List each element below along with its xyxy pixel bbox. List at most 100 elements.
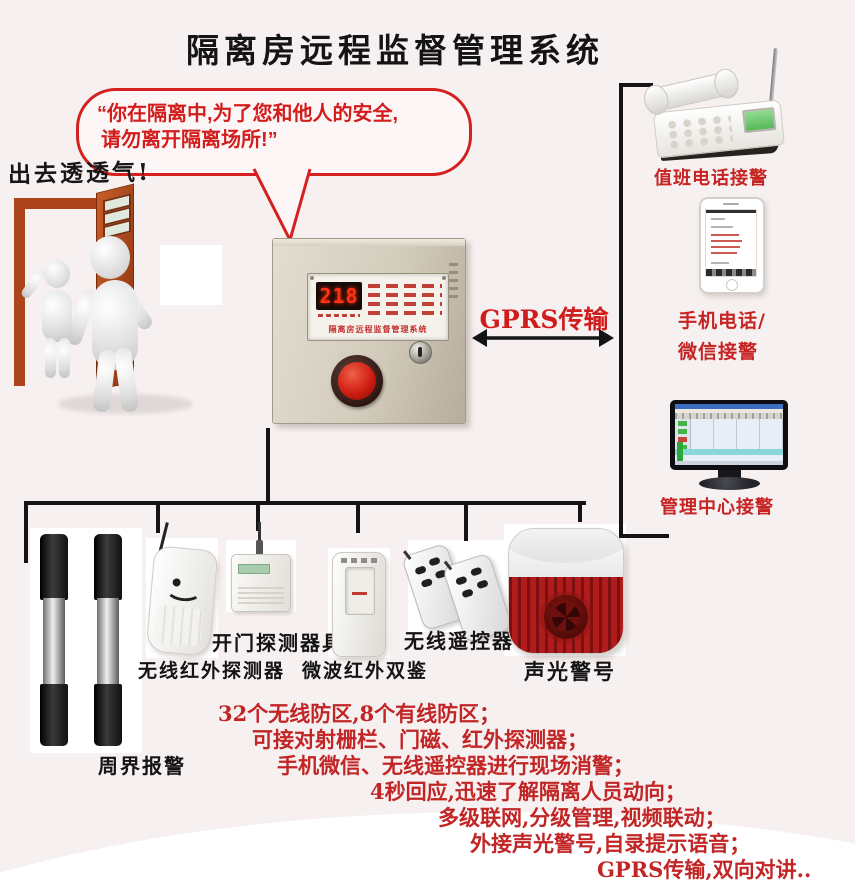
remote-button: [420, 577, 434, 589]
smartphone-screen: [705, 209, 757, 277]
phone-antenna: [768, 47, 778, 107]
microwave-pir-window: [345, 567, 375, 615]
device-label-siren: 声光警号: [524, 659, 616, 684]
feature-line-4: 4秒回应,迅速了解隔离人员动向；: [370, 779, 686, 804]
speech-bubble: “你在隔离中,为了您和他人的安全, 请勿离开隔离场所!”: [76, 88, 472, 176]
device-label-perimeter: 周界报警: [98, 754, 186, 778]
mobile-receiver-label-line1: 手机电话/: [678, 310, 766, 332]
feature-line-2: 可接对射栅栏、门磁、红外探测器；: [252, 727, 588, 752]
pir-sensor-icon: [145, 545, 219, 657]
siren-icon: [508, 528, 624, 654]
microwave-pir-vents: [341, 558, 377, 563]
panel-display: 218 隔离房远程监督管理系统: [307, 273, 449, 341]
bracket-top-tick: [619, 83, 653, 87]
panel-drop-line: [266, 428, 270, 505]
beam-body: [97, 598, 119, 686]
screen-text-line: [711, 252, 737, 254]
beam-body: [43, 598, 65, 686]
feature-line-3: 手机微信、无线遥控器进行现场消警；: [277, 753, 634, 778]
monitor-icon: [670, 400, 790, 492]
smartphone-home-button: [726, 279, 738, 291]
siren-dome: [509, 529, 623, 563]
screw: [442, 276, 446, 280]
smartphone-navbar: [706, 269, 756, 276]
keyhole-icon: [409, 341, 432, 364]
speech-bubble-line2: 请勿离开隔离场所!”: [101, 129, 278, 151]
smartphone-speaker: [723, 203, 739, 205]
siren-speaker-blades: [552, 603, 580, 631]
pir-fresnel-lens: [154, 604, 204, 647]
door-sensor-antenna-base: [256, 540, 263, 556]
panel-vents: [449, 263, 458, 301]
center-receiver-label: 管理中心接警: [660, 497, 774, 518]
panel-caption: 隔离房远程监督管理系统: [328, 325, 428, 334]
stub-line-door-sensor: [256, 505, 260, 531]
alarm-panel-icon: 218 隔离房远程监督管理系统: [272, 238, 466, 424]
tree-item: [678, 421, 687, 426]
stub-line-siren: [578, 505, 582, 522]
remote-button: [428, 556, 441, 567]
panel-indicator-row: [368, 302, 442, 306]
figure-head: [90, 236, 130, 279]
monitor-stand: [718, 470, 741, 480]
screen-text-line: [711, 226, 733, 228]
screw: [310, 276, 314, 280]
receiver-bracket-line: [619, 83, 623, 538]
feature-line-7: GPRS传输,双向对讲..: [597, 857, 812, 882]
screen-text-line: [711, 234, 739, 236]
pir-lens-curve: [165, 577, 203, 603]
handset-bulb: [711, 66, 742, 101]
window-menubar: [675, 409, 783, 413]
stub-line-pir: [156, 505, 160, 533]
bracket-bottom-tick: [619, 534, 669, 538]
siren-red-grille: [509, 577, 623, 653]
phone-receiver-label: 值班电话接警: [654, 168, 768, 189]
window-titlebar: [675, 404, 783, 409]
stub-line-perimeter: [24, 501, 28, 563]
beam-sensor-icon: [40, 534, 68, 746]
device-bus-line: [24, 501, 586, 505]
photo-patch: [160, 245, 222, 305]
door-sensor-icon: [231, 554, 291, 612]
beam-cap: [40, 684, 68, 746]
feature-line-5: 多级联网,分级管理,视频联动；: [438, 805, 726, 830]
microwave-pir-icon: [332, 552, 386, 657]
window-statusbar: [675, 461, 783, 465]
keyhole-slot: [418, 347, 422, 357]
speech-bubble-tail: [252, 168, 312, 244]
panel-indicator-row: [368, 311, 442, 315]
panel-indicator-row: [368, 284, 442, 288]
figure-leg: [59, 338, 70, 378]
feature-line-6: 外接声光警号,自录提示语音；: [470, 831, 751, 856]
tree-item: [678, 429, 687, 434]
page-title: 隔离房远程监督管理系统: [186, 31, 604, 70]
stub-line-microwave: [356, 505, 360, 533]
stub-line-remote: [464, 505, 468, 541]
screen-text-line: [711, 262, 729, 264]
door-sensor-label-strip: [238, 564, 270, 574]
smartphone-statusbar: [706, 210, 756, 213]
device-label-door-sensor: 开门探测器具: [212, 631, 344, 655]
remote-button: [455, 575, 468, 586]
smartphone-icon: [699, 197, 765, 294]
siren-speaker: [544, 595, 588, 639]
alarm-button-icon: [338, 362, 376, 400]
panel-led-readout: 218: [316, 282, 362, 310]
mobile-receiver-label-line2: 微信接警: [678, 341, 759, 363]
remote-button: [414, 565, 427, 576]
beam-cap: [94, 684, 122, 746]
alarm-button-ring: [331, 355, 383, 407]
double-arrow-icon: [472, 329, 614, 347]
green-bar: [677, 442, 683, 463]
remote-button: [469, 566, 483, 577]
microwave-pir-logo: [352, 592, 367, 595]
device-label-wireless-pir: 无线红外探测器: [138, 660, 286, 682]
gprs-label: GPRS传输: [479, 305, 609, 334]
highlighted-row: [675, 449, 783, 455]
beam-cap: [40, 534, 68, 600]
phone-keypad: [666, 113, 734, 151]
remote-button: [461, 588, 474, 599]
monitor-screen: [675, 404, 783, 465]
screen-text-line: [711, 218, 725, 220]
